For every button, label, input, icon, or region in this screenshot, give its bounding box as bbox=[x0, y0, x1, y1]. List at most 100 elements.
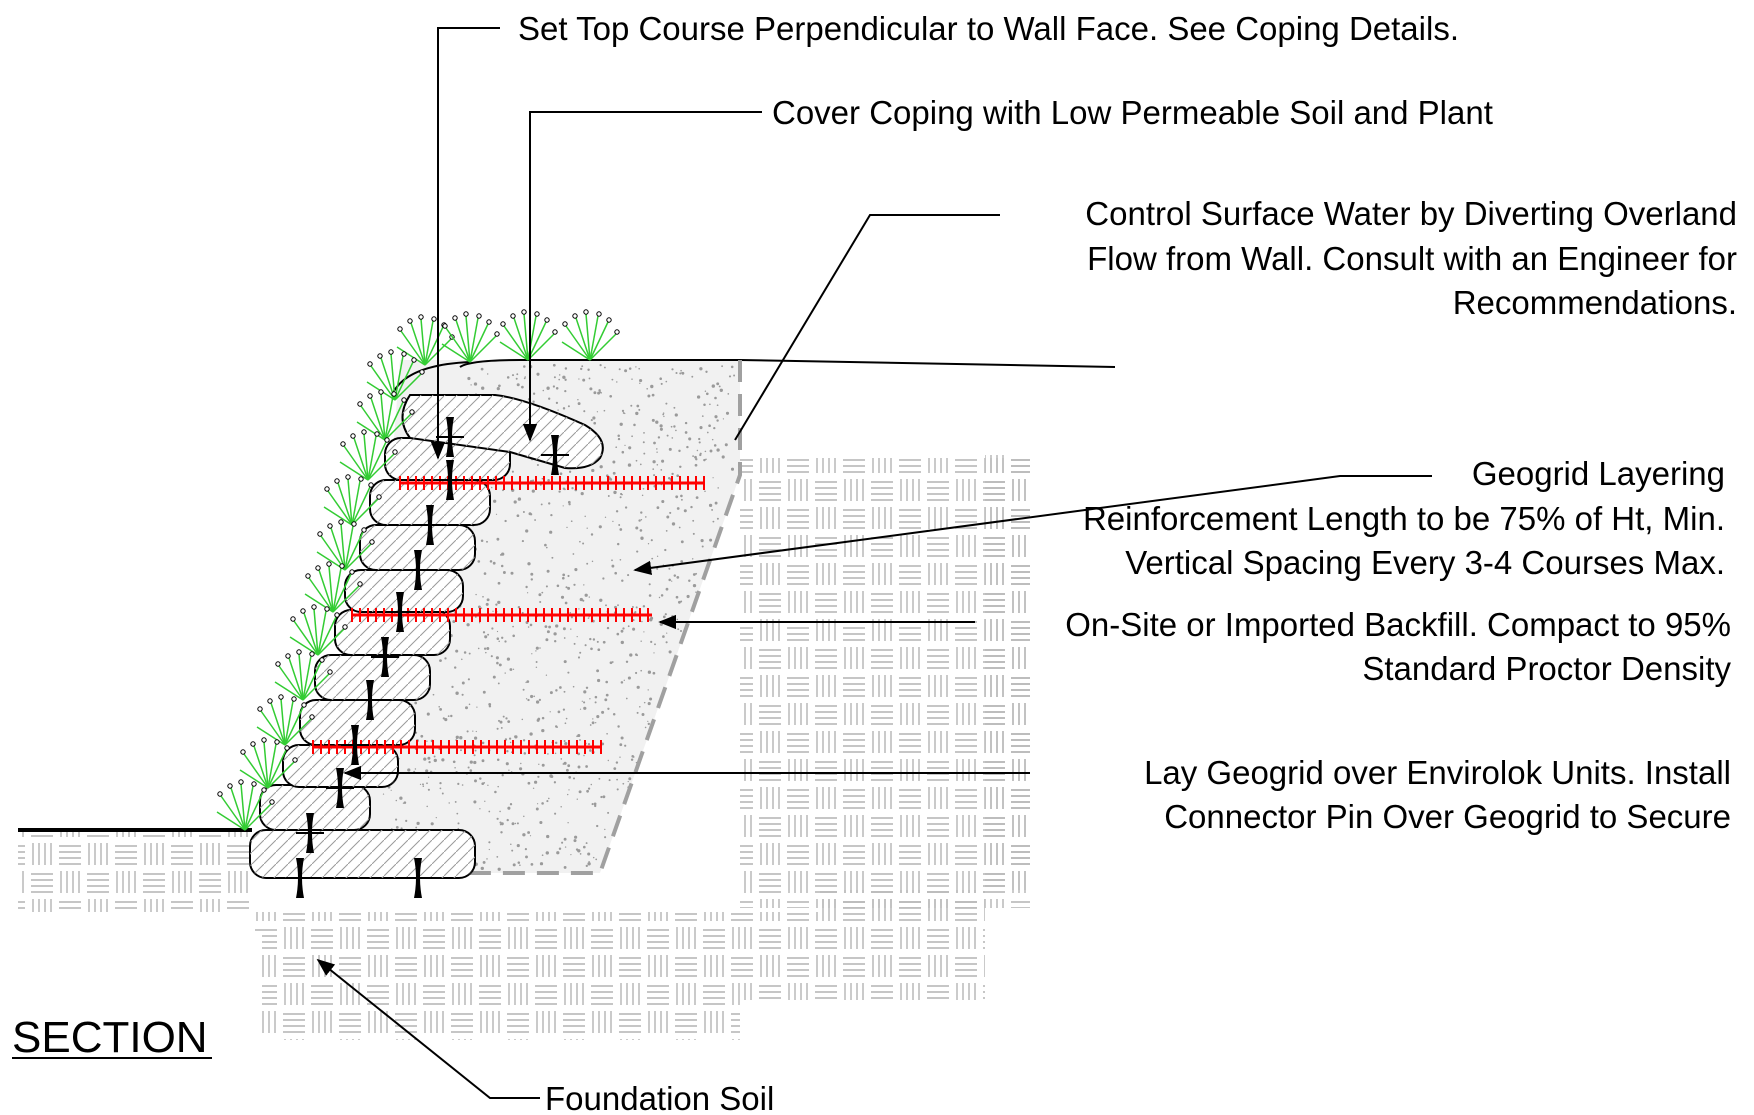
stipple-dot bbox=[483, 782, 486, 784]
stipple-dot bbox=[563, 761, 567, 765]
stipple-dot bbox=[714, 501, 718, 505]
stipple-dot bbox=[642, 441, 645, 444]
stipple-dot bbox=[628, 777, 632, 781]
stipple-dot bbox=[701, 545, 704, 548]
stipple-dot bbox=[497, 600, 501, 605]
leader-cover-coping bbox=[522, 111, 762, 442]
stipple-dot bbox=[522, 511, 525, 513]
stipple-dot bbox=[509, 803, 513, 806]
stipple-dot bbox=[484, 800, 486, 802]
stipple-dot bbox=[638, 408, 641, 411]
stipple-dot bbox=[524, 376, 526, 378]
stipple-dot bbox=[456, 812, 459, 815]
stipple-dot bbox=[695, 572, 698, 575]
stipple-dot bbox=[717, 487, 719, 489]
stipple-dot bbox=[425, 769, 429, 773]
stipple-dot bbox=[638, 519, 641, 522]
stipple-dot bbox=[587, 862, 591, 866]
stipple-dot bbox=[497, 719, 501, 722]
stipple-dot bbox=[554, 752, 557, 755]
stipple-dot bbox=[724, 443, 728, 447]
stipple-dot bbox=[567, 405, 570, 408]
stipple-dot bbox=[454, 800, 457, 803]
stipple-dot bbox=[492, 610, 494, 612]
stipple-dot bbox=[579, 853, 582, 855]
stipple-dot bbox=[414, 701, 418, 705]
stipple-dot bbox=[635, 459, 638, 462]
stipple-dot bbox=[577, 656, 581, 659]
stipple-dot bbox=[478, 622, 481, 624]
stipple-dot bbox=[622, 782, 625, 785]
stipple-dot bbox=[647, 722, 650, 726]
stipple-dot bbox=[577, 752, 581, 756]
stipple-dot bbox=[553, 376, 556, 379]
stipple-dot bbox=[495, 603, 498, 606]
stipple-dot bbox=[504, 519, 507, 523]
stipple-dot bbox=[615, 761, 619, 764]
stipple-dot bbox=[582, 378, 586, 382]
stipple-dot bbox=[561, 841, 564, 844]
plant-icon bbox=[561, 309, 620, 361]
stipple-dot bbox=[701, 415, 704, 417]
stipple-dot bbox=[490, 655, 493, 658]
stipple-dot bbox=[536, 803, 539, 805]
stipple-dot bbox=[499, 810, 501, 813]
stipple-dot bbox=[655, 420, 659, 424]
stipple-dot bbox=[659, 377, 662, 380]
stipple-dot bbox=[611, 564, 615, 568]
stipple-dot bbox=[463, 651, 467, 654]
wall-unit bbox=[315, 655, 430, 700]
stipple-dot bbox=[709, 449, 713, 453]
stipple-dot bbox=[586, 789, 589, 793]
stipple-dot bbox=[652, 671, 656, 675]
stipple-dot bbox=[619, 496, 622, 499]
stipple-dot bbox=[709, 538, 713, 542]
stipple-dot bbox=[675, 429, 677, 432]
stipple-dot bbox=[604, 828, 606, 831]
stipple-dot bbox=[684, 431, 688, 434]
stipple-dot bbox=[516, 383, 520, 387]
callout-geogrid-line1: Geogrid Layering bbox=[1472, 455, 1725, 492]
stipple-dot bbox=[551, 556, 554, 559]
stipple-dot bbox=[403, 801, 407, 804]
section-title: SECTION bbox=[12, 1013, 208, 1062]
stipple-dot bbox=[665, 641, 668, 644]
stipple-dot bbox=[509, 668, 513, 671]
stipple-dot bbox=[496, 727, 499, 730]
stipple-dot bbox=[487, 633, 490, 636]
stipple-dot bbox=[614, 571, 618, 575]
stipple-dot bbox=[590, 533, 594, 536]
stipple-dot bbox=[567, 822, 569, 824]
stipple-dot bbox=[564, 601, 568, 605]
stipple-dot bbox=[489, 560, 493, 563]
stipple-dot bbox=[722, 418, 725, 420]
stipple-dot bbox=[651, 418, 655, 422]
stipple-dot bbox=[582, 599, 585, 602]
stipple-dot bbox=[619, 756, 621, 758]
stipple-dot bbox=[711, 438, 714, 441]
stipple-dot bbox=[647, 689, 649, 691]
stipple-dot bbox=[582, 542, 585, 545]
stipple-dot bbox=[625, 697, 628, 700]
stipple-dot bbox=[593, 421, 597, 425]
stipple-dot bbox=[620, 629, 624, 633]
stipple-dot bbox=[490, 486, 493, 489]
stipple-dot bbox=[452, 620, 456, 624]
stipple-dot bbox=[548, 797, 550, 800]
stipple-dot bbox=[676, 576, 680, 579]
stipple-dot bbox=[560, 595, 565, 599]
stipple-dot bbox=[706, 431, 709, 434]
stipple-dot bbox=[461, 681, 465, 685]
stipple-dot bbox=[662, 412, 665, 414]
stipple-dot bbox=[555, 401, 559, 405]
stipple-dot bbox=[579, 540, 581, 543]
stipple-dot bbox=[671, 368, 674, 371]
stipple-dot bbox=[578, 608, 580, 610]
stipple-dot bbox=[725, 411, 730, 415]
stipple-dot bbox=[714, 396, 717, 400]
stipple-dot bbox=[420, 734, 424, 738]
stipple-dot bbox=[533, 695, 536, 698]
stipple-dot bbox=[666, 632, 668, 634]
stipple-dot bbox=[694, 463, 698, 467]
stipple-dot bbox=[525, 698, 528, 700]
